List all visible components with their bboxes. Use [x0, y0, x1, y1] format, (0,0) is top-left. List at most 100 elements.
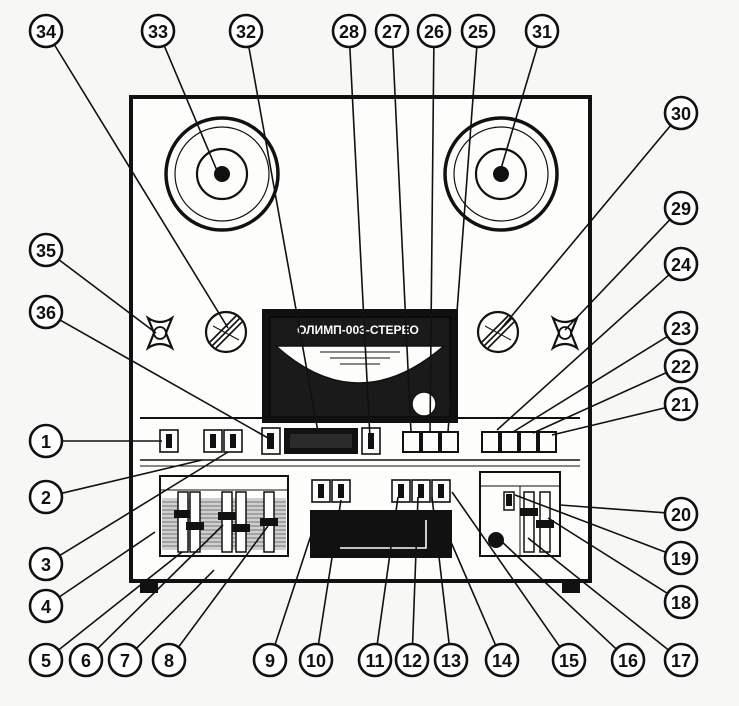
callout-number: 26 [424, 22, 444, 42]
leader-line-30 [499, 124, 672, 331]
callout-circle [663, 95, 699, 131]
right-control-panel [479, 471, 561, 557]
control-strip [140, 417, 580, 467]
leader-line-24 [496, 274, 670, 431]
callout-circle [28, 294, 64, 330]
leader-line-28 [349, 46, 371, 439]
callout-number: 30 [671, 104, 691, 124]
callout-22: 22 [663, 348, 699, 384]
callout-number: 25 [468, 22, 488, 42]
leader-line-6 [96, 524, 224, 650]
callout-circle [663, 386, 699, 422]
callout-4: 4 [28, 588, 64, 624]
callout-circle [663, 584, 699, 620]
callout-circle [663, 540, 699, 576]
callout-number: 33 [148, 22, 168, 42]
callout-circle [663, 642, 699, 678]
leader-line-3 [59, 451, 229, 557]
callout-number: 36 [36, 303, 56, 323]
leader-line-33 [163, 45, 219, 174]
callout-2: 2 [28, 479, 64, 515]
callout-28: 28 [331, 13, 367, 49]
nameplate-text: ОЛИМП-003-СТЕРЕО [297, 323, 419, 337]
callout-circle [140, 13, 176, 49]
callout-11: 11 [357, 642, 393, 678]
callout-number: 23 [671, 319, 691, 339]
callout-circle [28, 13, 64, 49]
callout-23: 23 [663, 310, 699, 346]
callout-number: 4 [41, 597, 51, 617]
callout-number: 27 [382, 22, 402, 42]
leader-line-4 [58, 531, 156, 598]
leader-line-21 [551, 406, 666, 436]
callout-number: 6 [81, 651, 91, 671]
leader-line-12 [411, 496, 419, 645]
leader-line-8 [177, 525, 269, 648]
callout-circle [228, 13, 264, 49]
callout-number: 2 [41, 488, 51, 508]
callout-number: 14 [492, 651, 512, 671]
callout-circle [28, 479, 64, 515]
callout-3: 3 [28, 546, 64, 582]
callout-27: 27 [374, 13, 410, 49]
right-tension-roller [476, 310, 520, 354]
leader-line-32 [248, 46, 319, 433]
callout-21: 21 [663, 386, 699, 422]
callout-circle [357, 642, 393, 678]
callout-13: 13 [433, 642, 469, 678]
callout-circle [663, 246, 699, 282]
callout-34: 34 [28, 13, 64, 49]
callout-circle [433, 642, 469, 678]
callout-circle [663, 310, 699, 346]
leader-line-2 [61, 459, 203, 495]
callout-10: 10 [298, 642, 334, 678]
callout-number: 28 [339, 22, 359, 42]
callout-7: 7 [107, 642, 143, 678]
callout-circle [394, 642, 430, 678]
callout-number: 5 [41, 651, 51, 671]
callout-circle [68, 642, 104, 678]
callout-number: 12 [402, 651, 422, 671]
left-fader-panel [159, 475, 289, 557]
callout-36: 36 [28, 294, 64, 330]
leader-line-17 [527, 537, 669, 651]
callout-circle [374, 13, 410, 49]
callout-12: 12 [394, 642, 430, 678]
leader-line-7 [135, 569, 215, 650]
leader-line-16 [499, 539, 617, 650]
callout-19: 19 [663, 540, 699, 576]
callout-number: 16 [618, 651, 638, 671]
leader-line-15 [451, 491, 561, 648]
callout-circle [28, 423, 64, 459]
callout-17: 17 [663, 642, 699, 678]
callout-31: 31 [524, 13, 560, 49]
callout-number: 22 [671, 357, 691, 377]
leader-line-36 [59, 319, 269, 439]
leader-line-35 [58, 258, 157, 334]
callout-number: 29 [671, 199, 691, 219]
callout-33: 33 [140, 13, 176, 49]
leader-line-14 [437, 511, 497, 646]
callout-circle [28, 642, 64, 678]
callout-24: 24 [663, 246, 699, 282]
callout-circle [610, 642, 646, 678]
callout-18: 18 [663, 584, 699, 620]
callout-circle [28, 232, 64, 268]
callout-9: 9 [252, 642, 288, 678]
callout-number: 31 [532, 22, 552, 42]
head-cover [262, 309, 458, 423]
right-tape-guide [550, 315, 580, 351]
callout-circle [107, 642, 143, 678]
callout-29: 29 [663, 190, 699, 226]
callout-number: 1 [41, 432, 51, 452]
leader-line-31 [499, 46, 539, 173]
callout-circle [484, 642, 520, 678]
leader-line-23 [512, 335, 668, 433]
callout-circle [663, 190, 699, 226]
leader-line-20 [559, 504, 666, 514]
left-tape-guide [145, 315, 175, 351]
callout-circle [28, 588, 64, 624]
